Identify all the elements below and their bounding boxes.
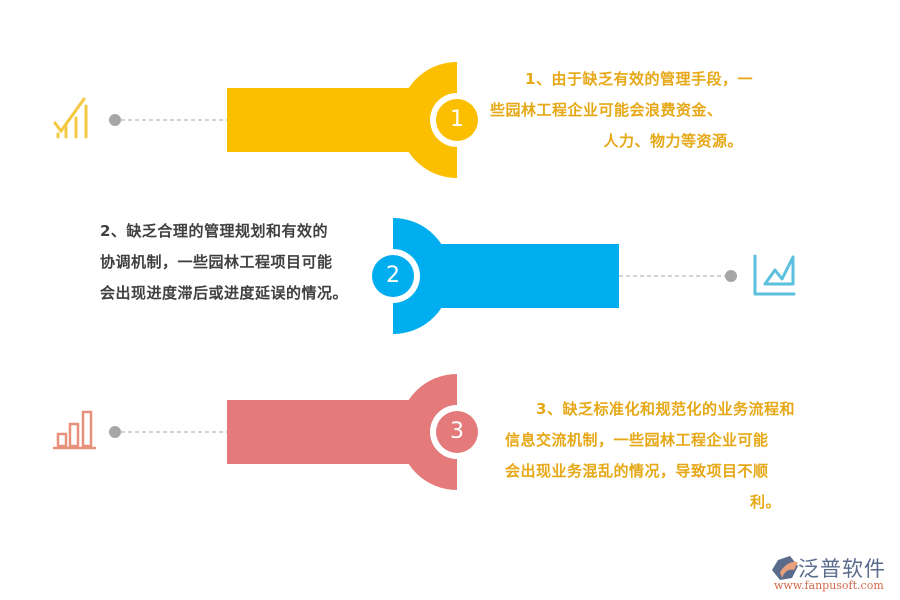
signal-bars-icon bbox=[53, 97, 88, 139]
step-1-text: 1、由于缺乏有效的管理手段，一 些园林工程企业可能会浪费资金、 人力、物力等资源… bbox=[490, 64, 765, 157]
step-3-number: 3 bbox=[450, 419, 464, 444]
step-3-shape bbox=[227, 374, 484, 490]
step-2-number: 2 bbox=[386, 263, 400, 288]
step-2-line-1: 2、缺乏合理的管理规划和有效的 bbox=[100, 222, 328, 240]
step-2-line-2: 协调机制，一些园林工程项目可能 bbox=[100, 253, 333, 271]
connector-1 bbox=[109, 114, 227, 126]
logo-mark-icon bbox=[772, 556, 798, 580]
bar-chart-icon bbox=[53, 410, 96, 450]
step-1-number: 1 bbox=[450, 107, 464, 132]
step-1-line-3: 人力、物力等资源。 bbox=[603, 132, 743, 150]
step-1-shape bbox=[227, 62, 484, 178]
step-2-shape bbox=[366, 218, 619, 334]
logo-url: www.fanpusoft.com bbox=[774, 579, 884, 592]
step-2-line-3: 会出现进度滞后或进度延误的情况。 bbox=[100, 284, 349, 302]
step-1-line-1: 1、由于缺乏有效的管理手段，一 bbox=[525, 70, 753, 88]
step-3-line-2: 信息交流机制，一些园林工程企业可能 bbox=[505, 431, 769, 449]
step-3-line-3: 会出现业务混乱的情况，导致项目不顺 bbox=[505, 462, 769, 480]
step-1-line-2: 些园林工程企业可能会浪费资金、 bbox=[490, 101, 723, 119]
step-3-line-1: 3、缺乏标准化和规范化的业务流程和 bbox=[536, 400, 795, 418]
brand-logo: 泛普软件 www.fanpusoft.com bbox=[768, 555, 898, 595]
area-chart-icon bbox=[753, 254, 796, 296]
step-2-text: 2、缺乏合理的管理规划和有效的 协调机制，一些园林工程项目可能 会出现进度滞后或… bbox=[100, 216, 370, 309]
step-3-line-4: 利。 bbox=[749, 493, 781, 511]
connector-2 bbox=[619, 270, 737, 282]
connector-3 bbox=[109, 426, 227, 438]
logo-name: 泛普软件 bbox=[798, 557, 886, 581]
step-3-text: 3、缺乏标准化和规范化的业务流程和 信息交流机制，一些园林工程企业可能 会出现业… bbox=[505, 394, 795, 518]
